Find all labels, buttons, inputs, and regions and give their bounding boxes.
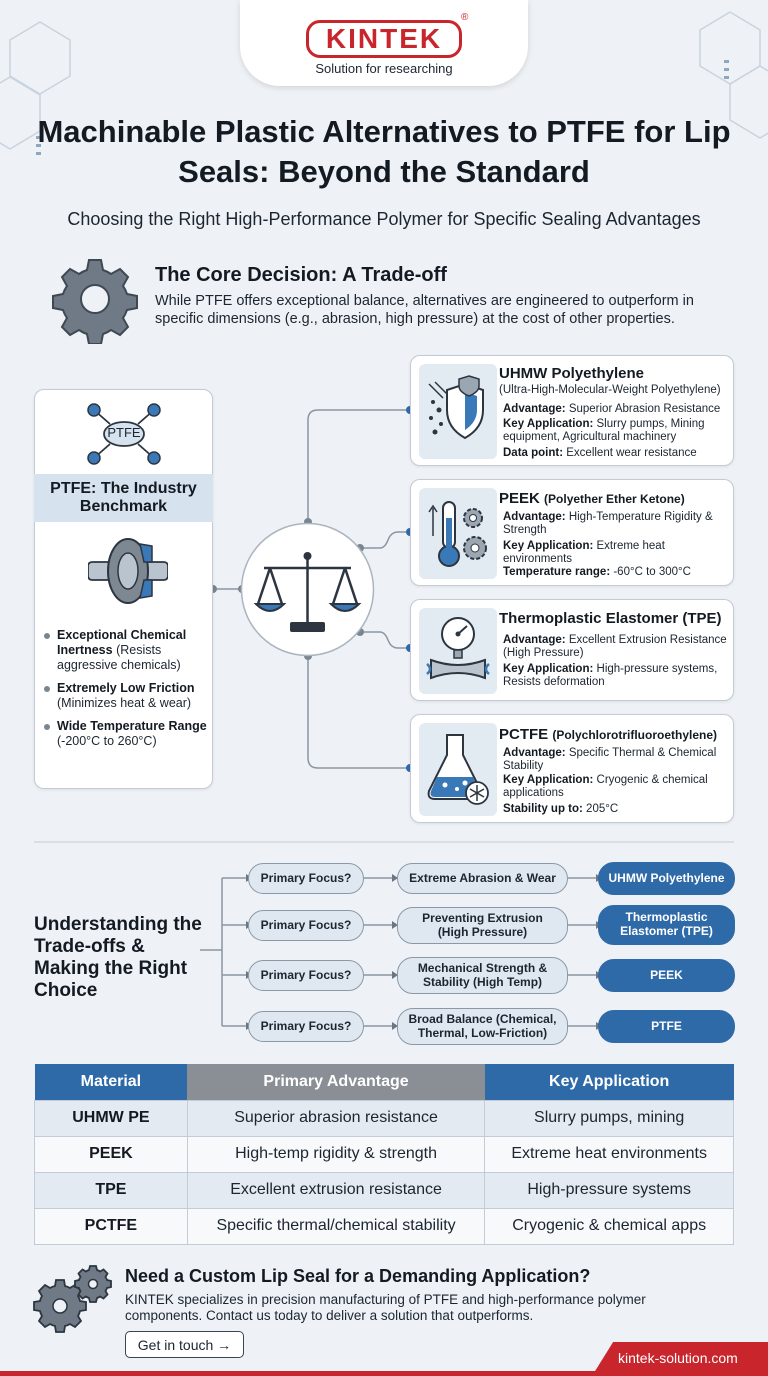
gears-icon <box>33 1265 112 1333</box>
material-name: PEEK (Polyether Ether Ketone) <box>499 490 685 507</box>
decision-question: Primary Focus? <box>248 910 364 941</box>
table-header: Key Application <box>484 1064 734 1100</box>
material-data-point: Data point: Excellent wear resistance <box>503 447 697 459</box>
footer-accent <box>592 1342 768 1376</box>
gear-icon <box>52 259 138 344</box>
cta-title: Need a Custom Lip Seal for a Demanding A… <box>125 1266 591 1286</box>
ptfe-node-label: PTFE <box>107 425 141 440</box>
cta-description: KINTEK specializes in precision manufact… <box>125 1292 646 1324</box>
ptfe-benchmark-title: PTFE: The Industry Benchmark <box>34 474 213 522</box>
material-name: Thermoplastic Elastomer (TPE) <box>499 610 722 627</box>
table-header-row: Material Primary Advantage Key Applicati… <box>34 1064 734 1100</box>
comparison-table: Material Primary Advantage Key Applicati… <box>34 1064 734 1245</box>
decision-question: Primary Focus? <box>248 960 364 991</box>
core-decision-description: While PTFE offers exceptional balance, a… <box>155 293 694 328</box>
table-header: Material <box>34 1064 188 1100</box>
material-icon-background <box>419 488 497 579</box>
decision-focus: Mechanical Strength & Stability (High Te… <box>397 957 568 994</box>
ptfe-property-item: Wide Temperature Range (-200°C to 260°C) <box>44 719 209 749</box>
decision-focus: Broad Balance (Chemical, Thermal, Low-Fr… <box>397 1008 568 1045</box>
material-data-point: Stability up to: 205°C <box>503 803 619 815</box>
table-cell: Excellent extrusion resistance <box>186 1171 486 1209</box>
page-subtitle: Choosing the Right High-Performance Poly… <box>67 209 701 229</box>
table-row: PEEK High-temp rigidity & strength Extre… <box>34 1135 734 1173</box>
table-row: PCTFE Specific thermal/chemical stabilit… <box>34 1207 734 1245</box>
table-cell: Superior abrasion resistance <box>186 1099 486 1137</box>
material-subname: (Ultra-High-Molecular-Weight Polyethylen… <box>499 384 721 396</box>
material-application: Key Application: High-pressure systems, … <box>503 663 718 689</box>
table-row: UHMW PE Superior abrasion resistance Slu… <box>34 1099 734 1137</box>
ptfe-properties-list: Exceptional Chemical Inertness (Resists … <box>44 628 209 757</box>
material-advantage: Advantage: Specific Thermal & Chemical S… <box>503 747 717 773</box>
decision-focus: Preventing Extrusion (High Pressure) <box>397 907 568 944</box>
material-advantage: Advantage: Excellent Extrusion Resistanc… <box>503 634 727 660</box>
material-card-pctfe[interactable]: PCTFE (Polychlorotrifluoroethylene) Adva… <box>410 714 734 823</box>
balance-scale-icon <box>240 522 375 657</box>
table-cell: High-pressure systems <box>484 1171 734 1209</box>
footer-bar <box>0 1371 768 1376</box>
material-advantage: Advantage: Superior Abrasion Resistance <box>503 403 721 415</box>
page-title: Machinable Plastic Alternatives to PTFE … <box>37 114 731 190</box>
material-card-peek[interactable]: PEEK (Polyether Ether Ketone) Advantage:… <box>410 479 734 586</box>
decision-result-tpe[interactable]: Thermoplastic Elastomer (TPE) <box>598 905 735 945</box>
material-application: Key Application: Extreme heat environmen… <box>503 540 665 566</box>
brand-logo[interactable]: KINTEK <box>306 20 462 58</box>
ptfe-property-item: Exceptional Chemical Inertness (Resists … <box>44 628 209 673</box>
material-card-uhmw[interactable]: UHMW Polyethylene (Ultra-High-Molecular-… <box>410 355 734 466</box>
thermometer-gears-icon <box>428 501 487 567</box>
table-cell: TPE <box>34 1171 188 1209</box>
ptfe-molecule-icon <box>87 403 161 465</box>
seal-ring-icon <box>88 538 168 604</box>
table-cell: Cryogenic & chemical apps <box>484 1207 734 1245</box>
material-name: PCTFE (Polychlorotrifluoroethylene) <box>499 726 718 743</box>
material-application: Key Application: Cryogenic & chemical ap… <box>503 774 708 800</box>
logo-tab <box>240 0 528 86</box>
table-cell: PEEK <box>34 1135 188 1173</box>
table-header: Primary Advantage <box>187 1064 485 1100</box>
registered-mark: ® <box>461 12 469 23</box>
table-cell: Specific thermal/chemical stability <box>186 1207 486 1245</box>
ptfe-property-item: Extremely Low Friction (Minimizes heat &… <box>44 681 209 711</box>
website-link[interactable]: kintek-solution.com <box>618 1350 738 1366</box>
table-cell: UHMW PE <box>34 1099 188 1137</box>
table-cell: Slurry pumps, mining <box>484 1099 734 1137</box>
flask-snowflake-icon <box>427 734 489 805</box>
material-application: Key Application: Slurry pumps, Mining eq… <box>503 418 705 444</box>
brand-tagline: Solution for researching <box>315 61 453 76</box>
material-card-tpe[interactable]: Thermoplastic Elastomer (TPE) Advantage:… <box>410 599 734 701</box>
table-cell: Extreme heat environments <box>484 1135 734 1173</box>
decision-question: Primary Focus? <box>248 863 364 894</box>
material-data-point: Temperature range: -60°C to 300°C <box>503 566 691 578</box>
decision-focus: Extreme Abrasion & Wear <box>397 863 568 894</box>
decision-result-uhmw[interactable]: UHMW Polyethylene <box>598 862 735 895</box>
tradeoffs-title: Understanding the Trade-offs & Making th… <box>34 914 202 1001</box>
core-decision-title: The Core Decision: A Trade-off <box>155 264 447 286</box>
table-cell: High-temp rigidity & strength <box>186 1135 486 1173</box>
get-in-touch-button[interactable]: Get in touch → <box>125 1331 244 1358</box>
decision-result-peek[interactable]: PEEK <box>598 959 735 992</box>
table-row: TPE Excellent extrusion resistance High-… <box>34 1171 734 1209</box>
pressure-gauge-icon <box>426 617 490 680</box>
material-name: UHMW Polyethylene <box>499 365 645 382</box>
decision-question: Primary Focus? <box>248 1011 364 1042</box>
material-advantage: Advantage: High-Temperature Rigidity & S… <box>503 511 713 537</box>
abrasion-shield-icon <box>428 375 484 440</box>
decision-result-ptfe[interactable]: PTFE <box>598 1010 735 1043</box>
table-cell: PCTFE <box>34 1207 188 1245</box>
